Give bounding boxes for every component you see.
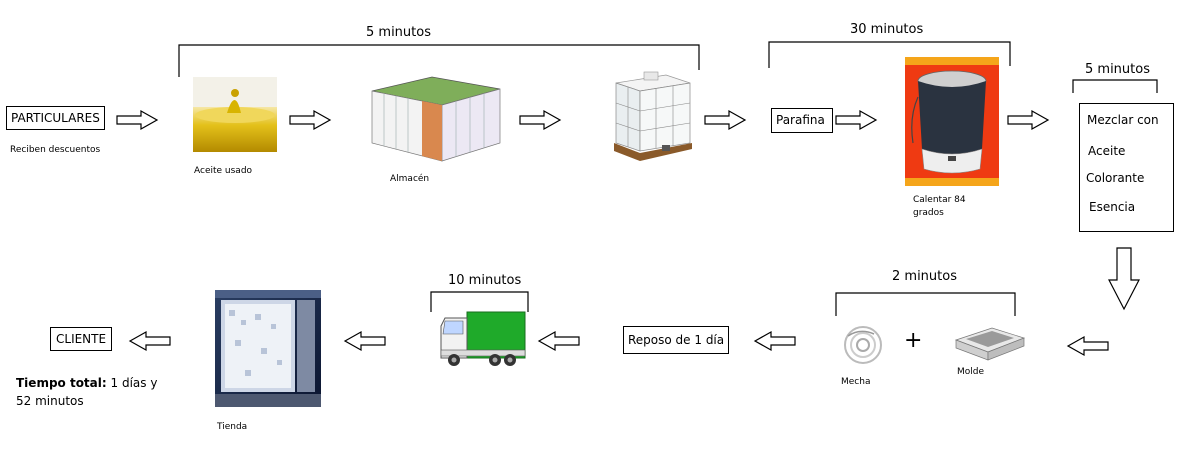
mezclar-title: Mezclar con	[1087, 113, 1159, 127]
oil-image	[193, 77, 277, 152]
node-cliente-label: CLIENTE	[56, 332, 107, 346]
arrow-left-icon	[1067, 336, 1109, 356]
calentar-line1: Calentar 84	[913, 195, 966, 205]
ibc-tank-image	[614, 71, 692, 161]
total-time-value-2: 52 minutos	[16, 394, 84, 408]
node-parafina-label: Parafina	[776, 113, 825, 127]
molde-label: Molde	[957, 367, 985, 377]
duration-label-bottom-right: 2 minutos	[892, 269, 957, 284]
arrow-right-icon	[289, 110, 331, 130]
arrow-right-icon	[704, 110, 746, 130]
duration-label-top-middle: 30 minutos	[850, 22, 924, 37]
arrow-left-icon	[344, 331, 386, 351]
node-reposo-label: Reposo de 1 día	[628, 333, 725, 347]
warehouse-image	[371, 76, 501, 162]
total-time: Tiempo total: 1 días y	[16, 376, 157, 390]
node-particulares: PARTICULARES	[6, 106, 105, 130]
arrow-right-icon	[1007, 110, 1049, 130]
node-mezclar: Mezclar con Aceite Colorante Esencia	[1079, 103, 1174, 232]
almacen-label: Almacén	[390, 174, 430, 184]
arrow-left-icon	[129, 331, 171, 351]
arrow-right-icon	[519, 110, 561, 130]
aceite-usado-label: Aceite usado	[194, 166, 253, 176]
duration-label-top-left: 5 minutos	[366, 25, 431, 40]
tienda-label: Tienda	[217, 422, 248, 432]
mezclar-item: Aceite	[1088, 144, 1126, 158]
bracket-top-middle	[768, 41, 1011, 68]
mezclar-item: Esencia	[1089, 200, 1136, 214]
heater-pot-image	[905, 57, 999, 186]
mold-image	[954, 327, 1026, 361]
calentar-line2: grados	[913, 208, 944, 218]
store-image	[215, 290, 321, 407]
total-time-label: Tiempo total:	[16, 376, 107, 390]
arrow-down-icon	[1108, 247, 1140, 311]
bracket-top-right	[1072, 79, 1158, 93]
duration-label-bottom-left: 10 minutos	[448, 273, 522, 288]
arrow-left-icon	[754, 331, 796, 351]
plus-sign: +	[904, 328, 923, 353]
wick-image	[844, 326, 882, 364]
node-parafina: Parafina	[771, 108, 833, 133]
arrow-left-icon	[538, 331, 580, 351]
bracket-top-left	[178, 44, 700, 77]
node-cliente: CLIENTE	[50, 327, 112, 351]
arrow-right-icon	[116, 110, 158, 130]
bracket-bottom-left	[430, 291, 529, 312]
mecha-label: Mecha	[841, 377, 871, 387]
total-time-value-1: 1 días y	[106, 376, 158, 390]
truck-image	[440, 311, 526, 366]
node-reposo: Reposo de 1 día	[623, 326, 729, 354]
bracket-bottom-right	[835, 292, 1016, 316]
particulares-note: Reciben descuentos	[10, 145, 101, 155]
duration-label-top-right: 5 minutos	[1085, 62, 1150, 77]
node-particulares-label: PARTICULARES	[11, 111, 100, 125]
arrow-right-icon	[835, 110, 877, 130]
mezclar-item: Colorante	[1086, 171, 1145, 185]
